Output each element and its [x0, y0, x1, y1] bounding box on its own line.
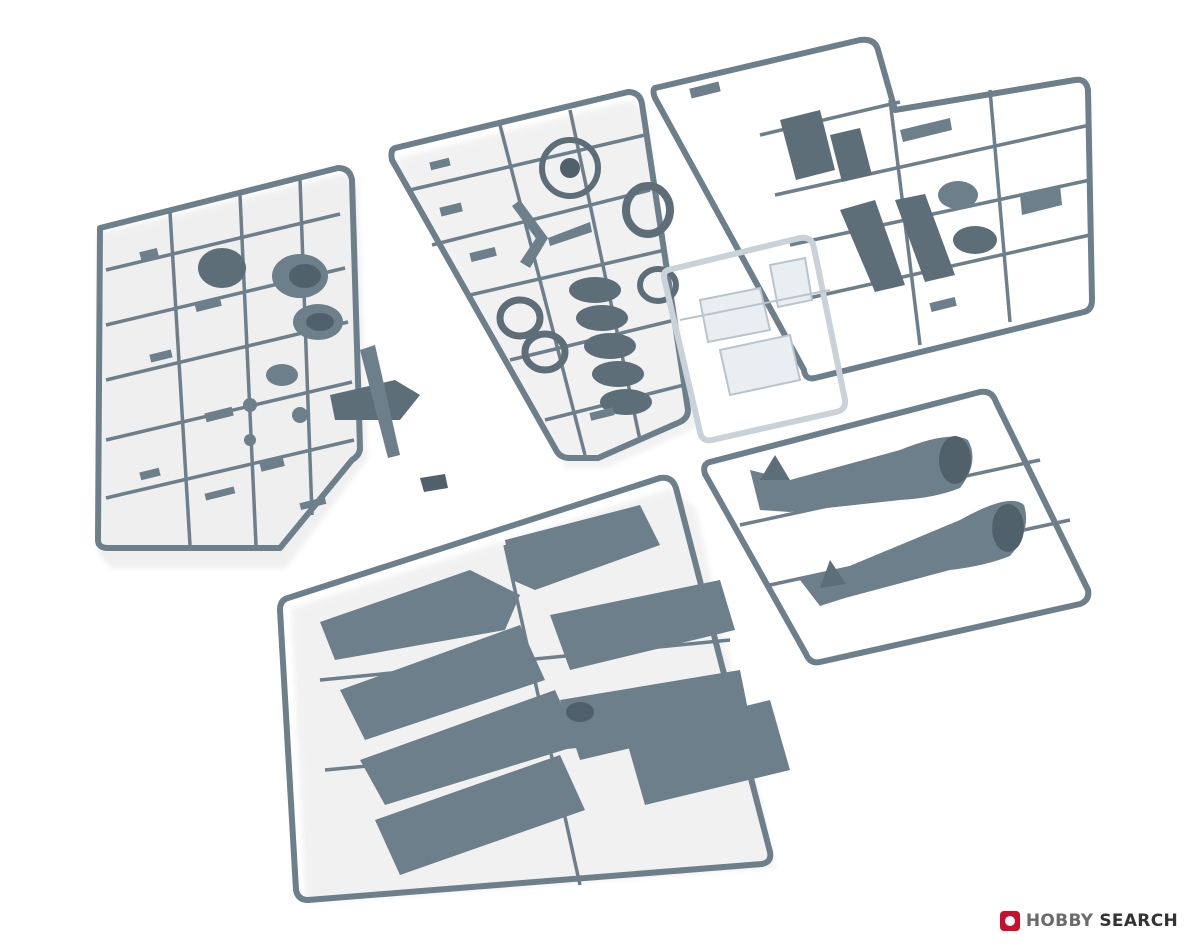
sprue-right-top [650, 36, 1095, 382]
watermark-brand-primary: HOBBY [1025, 911, 1094, 931]
sprue-left-parts [95, 165, 448, 568]
sprue-center-engine [388, 89, 696, 468]
watermark: HOBBY SEARCH [999, 911, 1178, 931]
sprue-wings [277, 474, 790, 903]
sprue-fuselage [701, 388, 1092, 666]
hobby-search-logo-icon [999, 911, 1020, 931]
sprue-clear-parts [661, 234, 849, 444]
watermark-brand-secondary: SEARCH [1099, 911, 1178, 931]
